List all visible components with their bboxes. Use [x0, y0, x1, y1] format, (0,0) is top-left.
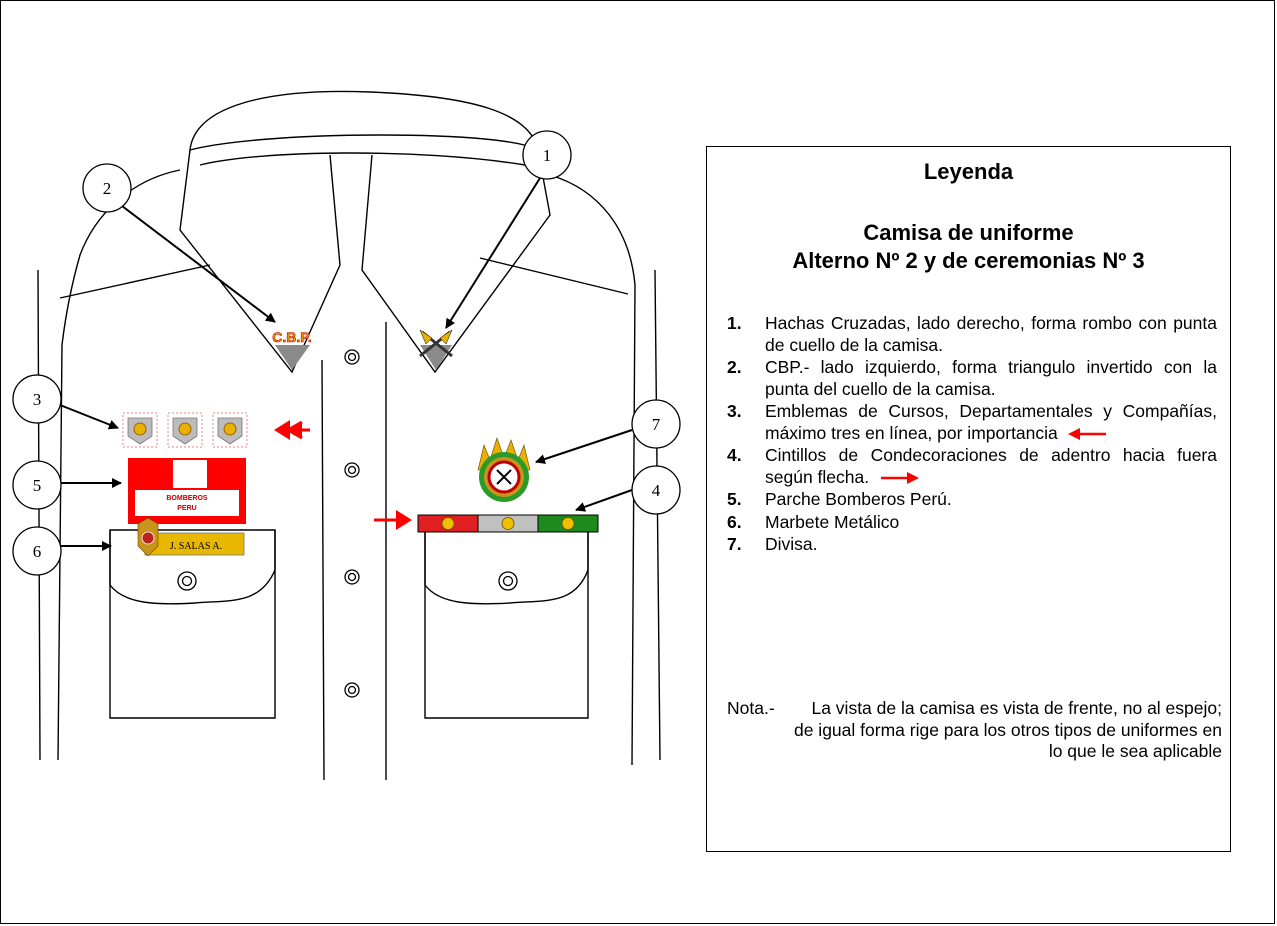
legend-item: 4. Cintillos de Condecoraciones de adent…	[727, 445, 1217, 488]
callout-2: 2	[103, 179, 112, 198]
callout-7: 7	[652, 415, 661, 434]
legend-item: 6. Marbete Metálico	[727, 512, 1217, 534]
legend-items: 1. Hachas Cruzadas, lado derecho, forma …	[727, 313, 1217, 557]
patch-line1: BOMBEROS	[166, 495, 208, 502]
legend-subtitle-line2: Alterno Nº 2 y de ceremonias Nº 3	[792, 248, 1145, 273]
sleeve-right	[654, 269, 661, 761]
legend-item: 3. Emblemas de Cursos, Departamentales y…	[727, 401, 1217, 444]
legend-item-text-body: Cintillos de Condecoraciones de adentro …	[765, 445, 1217, 487]
yoke-seam-left	[59, 264, 211, 299]
collar-band-inner	[199, 152, 526, 166]
legend-item: 1. Hachas Cruzadas, lado derecho, forma …	[727, 313, 1217, 356]
legend-item-text-body: Emblemas de Cursos, Departamentales y Co…	[765, 401, 1217, 443]
leader-1	[445, 177, 541, 329]
legend-item-text: Marbete Metálico	[765, 511, 900, 532]
pocket-left-flap	[109, 529, 276, 605]
note-label: Nota.-	[727, 698, 775, 718]
legend-item-text: Emblemas de Cursos, Departamentales y Co…	[765, 401, 1217, 444]
legend-item-number: 1.	[727, 313, 742, 333]
callout-1: 1	[543, 146, 552, 165]
ribbon-bar	[417, 514, 599, 533]
yoke-seam-right	[479, 257, 629, 295]
nameplate-text: J. SALAS A.	[170, 541, 222, 552]
legend-item: 2. CBP.- lado izquierdo, forma triangulo…	[727, 357, 1217, 400]
legend-item-text: Hachas Cruzadas, lado derecho, forma rom…	[765, 313, 1217, 355]
button	[344, 569, 360, 585]
right-arrow-icon	[881, 471, 920, 484]
callout-circle-5	[12, 460, 62, 510]
pocket-button-right	[498, 571, 518, 591]
legend-item-text: Cintillos de Condecoraciones de adentro …	[765, 445, 1217, 488]
shoulder-right	[549, 174, 636, 286]
button	[344, 462, 360, 478]
legend-item-number: 4.	[727, 445, 742, 465]
patch-line2: PERU	[177, 505, 196, 512]
nameplate: J. SALAS A.	[144, 532, 245, 556]
pocket-left-body	[109, 530, 276, 719]
leader-2	[121, 205, 276, 323]
legend-item-number: 7.	[727, 534, 742, 554]
collar-band	[189, 90, 540, 152]
legend-item-number: 6.	[727, 511, 742, 532]
sleeve-left	[37, 269, 41, 761]
callout-circle-1	[522, 130, 572, 180]
nameplate-badge-icon	[137, 517, 159, 557]
legend-item-number: 5.	[727, 489, 742, 509]
importance-arrow	[284, 420, 310, 440]
leader-3	[59, 404, 119, 430]
bomberos-patch: BOMBEROS PERU	[128, 458, 246, 524]
button	[344, 349, 360, 365]
shoulder-left	[61, 169, 181, 346]
pocket-right-flap	[424, 529, 589, 605]
legend-item: 7. Divisa.	[727, 534, 1217, 556]
emblem	[167, 412, 203, 448]
legend-title: Leyenda	[923, 159, 1014, 184]
collar-right	[361, 149, 551, 374]
collar-left	[179, 149, 341, 374]
leader-4	[575, 489, 633, 512]
legend-item-number: 3.	[727, 401, 742, 421]
note-text: La vista de la camisa es vista de frente…	[793, 698, 1222, 761]
callout-circle-7	[631, 399, 681, 449]
shirt-drawing: C.B.P. BOMBEROS PER	[12, 90, 681, 781]
legend-box: Leyenda Camisa de uniforme Alterno Nº 2 …	[706, 146, 1231, 852]
crossed-axes-icon	[419, 329, 453, 370]
callout-circle-2	[82, 163, 132, 213]
legend-item: 5. Parche Bomberos Perú.	[727, 489, 1217, 511]
placket-left	[321, 359, 325, 781]
cbp-insignia: C.B.P.	[272, 329, 312, 370]
emblem	[122, 412, 158, 448]
legend-subtitle-line1: Camisa de uniforme	[863, 220, 1074, 245]
cbp-text: C.B.P.	[272, 329, 311, 345]
left-arrow-icon	[1067, 427, 1106, 440]
legend-item-text: Divisa.	[765, 534, 818, 554]
callout-5: 5	[33, 476, 42, 495]
legend-item-text: Parche Bomberos Perú.	[765, 489, 952, 509]
divisa-emblem-icon	[477, 437, 531, 502]
side-right	[631, 284, 636, 766]
ribbon-direction-arrow	[374, 510, 412, 530]
course-emblems	[122, 412, 248, 448]
legend-item-text: CBP.- lado izquierdo, forma triangulo in…	[765, 357, 1217, 399]
callout-6: 6	[33, 542, 42, 561]
leader-7	[535, 429, 633, 464]
callout-circle-3	[12, 374, 62, 424]
emblem	[212, 412, 248, 448]
button	[344, 682, 360, 698]
legend-item-number: 2.	[727, 357, 742, 377]
callout-4: 4	[652, 481, 661, 500]
pocket-right-body	[424, 530, 589, 719]
callout-circle-6	[12, 526, 62, 576]
pocket-button-left	[177, 571, 197, 591]
legend-note: Nota.- La vista de la camisa es vista de…	[727, 698, 1222, 763]
callout-3: 3	[33, 390, 42, 409]
